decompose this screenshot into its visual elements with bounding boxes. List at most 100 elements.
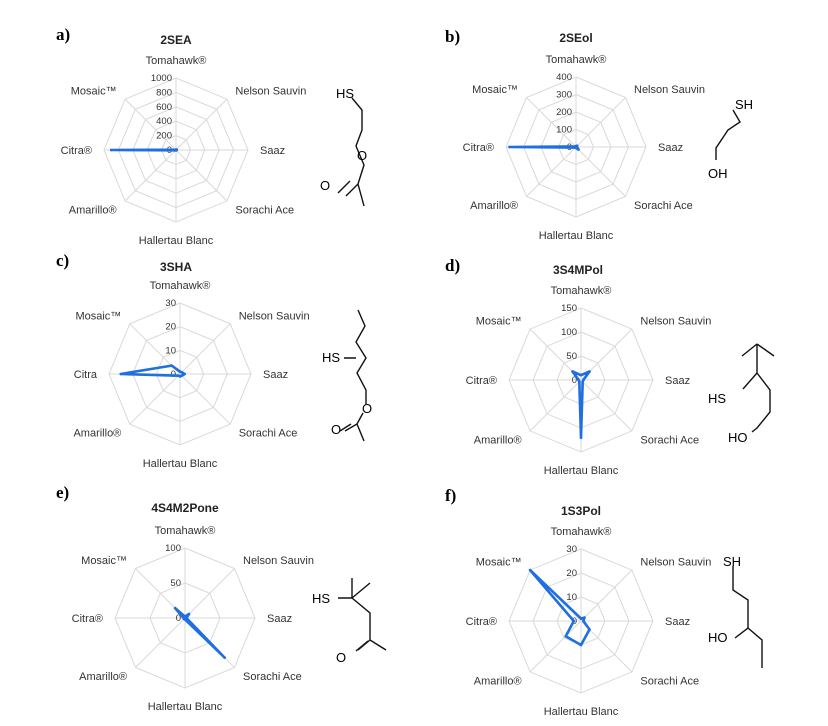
molecule-label: OH bbox=[708, 166, 728, 181]
category-label: Citra bbox=[74, 369, 98, 381]
category-label: Citra® bbox=[463, 142, 494, 154]
tick-label: 200 bbox=[556, 107, 572, 118]
category-label: Hallertau Blanc bbox=[544, 706, 619, 718]
category-label: Sorachi Ace bbox=[640, 434, 699, 446]
grid-spoke bbox=[184, 568, 235, 619]
data-point bbox=[571, 370, 574, 373]
data-point bbox=[582, 619, 585, 623]
category-label: Nelson Sauvin bbox=[634, 84, 705, 96]
molecule-label: HS bbox=[312, 591, 330, 606]
data-point bbox=[119, 372, 123, 376]
molecule-label: SH bbox=[723, 554, 741, 569]
tick-label: 50 bbox=[566, 351, 577, 362]
category-label: Amarillo® bbox=[69, 204, 117, 216]
tick-label: 30 bbox=[165, 298, 176, 309]
category-label: Hallertau Blanc bbox=[539, 230, 614, 242]
tick-label: 50 bbox=[170, 578, 181, 589]
category-label: Amarillo® bbox=[470, 200, 518, 212]
category-label: Tomahawk® bbox=[551, 526, 612, 538]
panel-letter: c) bbox=[56, 251, 69, 270]
molecule-label: O bbox=[362, 401, 372, 416]
tick-label: 400 bbox=[556, 72, 572, 83]
data-point bbox=[579, 436, 583, 439]
tick-label: 100 bbox=[165, 543, 181, 554]
molecule-label: SH bbox=[735, 97, 753, 112]
molecule-label: O bbox=[320, 178, 330, 193]
chart-title: 3S4MPol bbox=[553, 263, 603, 277]
category-label: Amarillo® bbox=[474, 675, 522, 687]
grid-spoke bbox=[129, 373, 181, 425]
data-point bbox=[581, 380, 584, 384]
category-label: Tomahawk® bbox=[146, 55, 207, 67]
data-point bbox=[183, 372, 186, 376]
category-label: Amarillo® bbox=[474, 434, 522, 446]
category-label: Saaz bbox=[263, 369, 288, 381]
data-point bbox=[579, 643, 583, 647]
panel-a: a) 2SEA 02004006008001000Tomahawk®Nelson… bbox=[56, 25, 367, 247]
category-label: Citra® bbox=[61, 145, 92, 157]
data-point bbox=[574, 145, 577, 148]
panel-letter: d) bbox=[445, 256, 460, 275]
data-point bbox=[170, 364, 173, 367]
category-label: Citra® bbox=[466, 616, 497, 628]
category-label: Nelson Sauvin bbox=[640, 557, 711, 569]
molecule-3sha bbox=[339, 309, 367, 442]
molecule-label: HO bbox=[708, 630, 728, 645]
chart-title: 4S4M2Pone bbox=[151, 501, 219, 515]
data-point bbox=[174, 148, 177, 151]
data-point bbox=[528, 568, 532, 572]
category-label: Tomahawk® bbox=[551, 285, 612, 297]
category-label: Sorachi Ace bbox=[239, 428, 298, 440]
category-label: Citra® bbox=[466, 375, 497, 387]
category-label: Saaz bbox=[658, 142, 683, 154]
tick-label: 0 bbox=[176, 613, 181, 624]
data-point bbox=[588, 628, 591, 631]
molecule-2seol bbox=[715, 109, 741, 160]
grid-spoke bbox=[526, 97, 577, 148]
tick-label: 600 bbox=[156, 102, 172, 113]
tick-label: 1000 bbox=[151, 73, 172, 84]
series-line bbox=[173, 606, 226, 659]
grid-spoke bbox=[526, 146, 577, 197]
molecule-label: O bbox=[336, 650, 346, 665]
panel-letter: a) bbox=[56, 25, 70, 44]
category-label: Mosaic™ bbox=[472, 84, 518, 96]
tick-label: 0 bbox=[572, 375, 577, 386]
molecule-label: HS bbox=[322, 350, 340, 365]
molecule-label: HS bbox=[708, 391, 726, 406]
data-point bbox=[182, 616, 185, 620]
grid-spoke bbox=[175, 149, 228, 202]
category-label: Nelson Sauvin bbox=[640, 316, 711, 328]
panel-letter: f) bbox=[445, 486, 456, 505]
grid-spoke bbox=[575, 146, 626, 197]
data-point bbox=[223, 656, 226, 659]
grid-spoke bbox=[124, 98, 177, 151]
category-label: Hallertau Blanc bbox=[544, 465, 619, 477]
data-point bbox=[572, 619, 576, 623]
data-point bbox=[577, 148, 580, 151]
category-label: Mosaic™ bbox=[71, 86, 117, 98]
category-label: Nelson Sauvin bbox=[243, 555, 314, 567]
data-point bbox=[579, 373, 583, 377]
data-point bbox=[109, 148, 113, 152]
tick-label: 10 bbox=[566, 592, 577, 603]
category-label: Hallertau Blanc bbox=[148, 701, 223, 713]
category-label: Mosaic™ bbox=[75, 310, 121, 322]
data-point bbox=[577, 378, 580, 382]
grid-spoke bbox=[135, 617, 186, 668]
data-point bbox=[579, 617, 583, 620]
tick-label: 30 bbox=[566, 544, 577, 555]
tick-label: 20 bbox=[566, 568, 577, 579]
category-label: Sorachi Ace bbox=[634, 200, 693, 212]
tick-label: 20 bbox=[165, 322, 176, 333]
grid-spoke bbox=[179, 373, 231, 425]
tick-label: 150 bbox=[561, 303, 577, 314]
